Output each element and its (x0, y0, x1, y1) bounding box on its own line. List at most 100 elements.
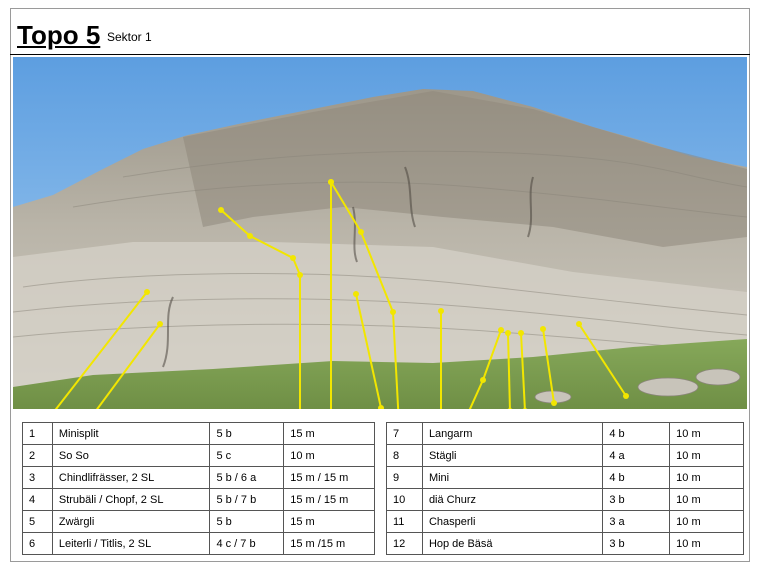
page-subtitle: Sektor 1 (107, 30, 152, 44)
route-name: Minisplit (51, 422, 211, 445)
route-length: 10 m (669, 422, 744, 445)
route-anchor-dot (290, 255, 296, 261)
route-grade: 4 c / 7 b (209, 532, 285, 555)
route-length: 10 m (283, 444, 375, 467)
route-number: 9 (386, 466, 423, 489)
route-anchor-dot (505, 330, 511, 336)
route-anchor-dot (218, 207, 224, 213)
route-length: 10 m (669, 510, 744, 533)
page-frame (10, 8, 750, 562)
route-grade: 4 b (602, 422, 671, 445)
route-anchor-dot (540, 326, 546, 332)
route-line-1 (54, 291, 148, 409)
route-grade: 5 c (209, 444, 285, 467)
route-anchor-dot (247, 233, 253, 239)
route-name: Stägli (421, 444, 604, 467)
crag-photo: 123456789101112 (13, 57, 747, 409)
route-anchor-dot (518, 330, 524, 336)
route-number: 8 (386, 444, 423, 467)
route-name: Chindlifrässer, 2 SL (51, 466, 211, 489)
route-length: 15 m / 15 m (283, 466, 375, 489)
route-anchor-dot (328, 179, 334, 185)
route-number: 4 (22, 488, 53, 511)
route-anchor-dot (378, 405, 384, 409)
route-anchor-dot (390, 309, 396, 315)
route-length: 10 m (669, 488, 744, 511)
route-lines (54, 179, 629, 409)
grass-meadow (13, 339, 747, 409)
route-anchor-dot (623, 393, 629, 399)
route-line-6 (330, 181, 400, 409)
route-length: 15 m (283, 510, 375, 533)
route-name: Chasperli (421, 510, 604, 533)
route-anchor-dot (157, 321, 163, 327)
route-labels: 123456789101112 (616, 407, 632, 409)
route-name: Mini (421, 466, 604, 489)
page-title: Topo 5 (17, 20, 101, 50)
route-number: 2 (22, 444, 53, 467)
route-length: 10 m (669, 532, 744, 555)
route-anchor-dot (507, 408, 513, 409)
route-anchor-dot (551, 400, 557, 406)
route-length: 15 m / 15 m (283, 488, 375, 511)
route-name: Langarm (421, 422, 604, 445)
route-line-12 (578, 323, 627, 397)
route-anchor-dot (438, 308, 444, 314)
route-anchor-dot (353, 291, 359, 297)
title-divider (10, 54, 750, 55)
route-grade: 5 b (209, 422, 285, 445)
rock-slab-lower (13, 242, 747, 387)
route-grade: 5 b (209, 510, 285, 533)
route-number: 3 (22, 466, 53, 489)
rock-shadow-upper (183, 91, 747, 247)
route-name: Strubäli / Chopf, 2 SL (51, 488, 211, 511)
route-anchor-dot (480, 377, 486, 383)
route-name: So So (51, 444, 211, 467)
route-anchor-dot (297, 272, 303, 278)
route-name: Zwärgli (51, 510, 211, 533)
route-grade: 3 a (602, 510, 671, 533)
route-grade: 5 b / 7 b (209, 488, 285, 511)
rock-cracks (162, 166, 534, 368)
route-number: 1 (22, 422, 53, 445)
route-number: 10 (386, 488, 423, 511)
route-length: 10 m (669, 466, 744, 489)
route-anchor-dot (576, 321, 582, 327)
route-anchor-dot (498, 327, 504, 333)
route-name: Hop de Bäsä (421, 532, 604, 555)
route-grade: 3 b (602, 532, 671, 555)
route-number: 11 (386, 510, 423, 533)
route-line-11 (542, 328, 555, 404)
topo-drawing: 123456789101112 (13, 57, 747, 409)
route-number: 7 (386, 422, 423, 445)
route-line-9 (507, 332, 511, 409)
route-line-10 (520, 332, 526, 409)
route-number: 12 (386, 532, 423, 555)
route-length: 10 m (669, 444, 744, 467)
route-anchor-dot (144, 289, 150, 295)
route-anchor-dot (358, 229, 364, 235)
route-anchor-dot (522, 408, 528, 409)
route-grade: 5 b / 6 a (209, 466, 285, 489)
route-line-5 (355, 293, 382, 409)
route-number: 6 (22, 532, 53, 555)
route-label-12: 12 (616, 407, 632, 409)
route-name: Leiterli / Titlis, 2 SL (51, 532, 211, 555)
route-length: 15 m (283, 422, 375, 445)
route-line-2 (95, 323, 161, 409)
route-grade: 4 a (602, 444, 671, 467)
